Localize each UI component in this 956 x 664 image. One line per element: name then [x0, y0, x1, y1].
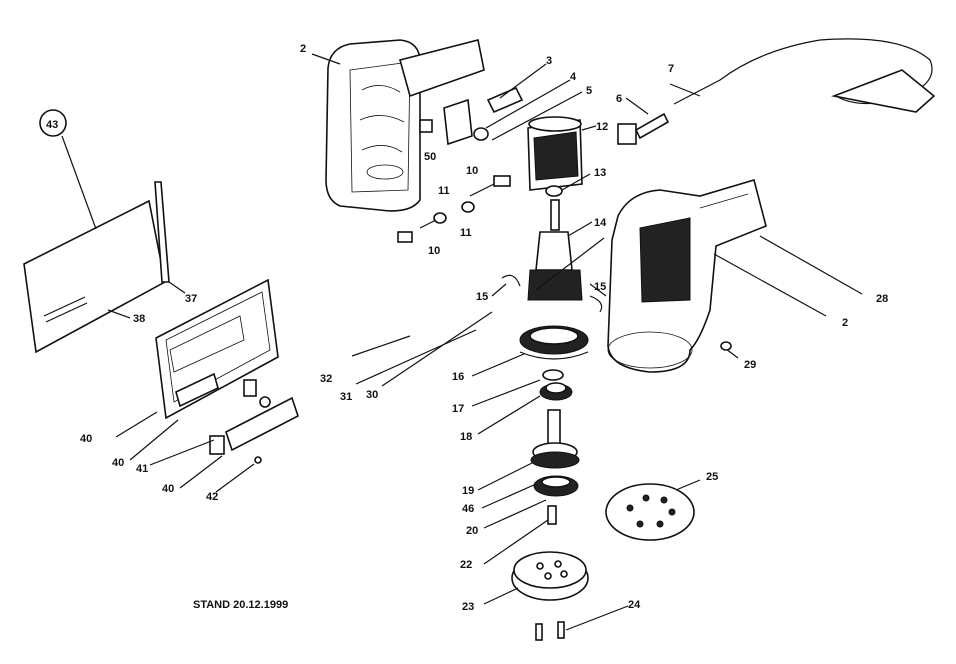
callout-2-right: 2	[842, 317, 848, 329]
callout-labels: 43 2 3 4 5 50 12 13 6 7 10 11 11 10 14 1…	[46, 43, 888, 613]
part-2-housing-right	[607, 178, 767, 373]
callout-42: 42	[206, 491, 218, 503]
part-15a-clip	[501, 274, 521, 287]
revision-date-stamp: STAND 20.12.1999	[193, 599, 289, 611]
part-17-ring	[542, 369, 564, 381]
callout-41: 41	[136, 463, 148, 475]
part-37-strip	[154, 181, 186, 294]
leader-42	[215, 463, 255, 493]
callout-13: 13	[594, 167, 606, 179]
part-46-bearing	[533, 475, 579, 497]
part-41-switch	[209, 379, 299, 464]
callout-23: 23	[462, 601, 474, 613]
callout-28: 28	[876, 293, 888, 305]
callout-20: 20	[466, 525, 478, 537]
callout-37: 37	[185, 293, 197, 305]
part-32-wire	[351, 335, 411, 357]
callout-7: 7	[668, 63, 674, 75]
part-16-gear	[519, 325, 589, 360]
part-6-cord-guard	[617, 97, 670, 145]
callout-18: 18	[460, 431, 472, 443]
callout-10-top: 10	[466, 165, 478, 177]
callout-32: 32	[320, 373, 332, 385]
callout-29: 29	[744, 359, 756, 371]
callout-15-left: 15	[476, 291, 488, 303]
part-15b-clip	[589, 295, 603, 313]
callout-31: 31	[340, 391, 352, 403]
callout-43: 43	[46, 119, 58, 131]
leader-38	[107, 309, 131, 319]
callout-40-top: 40	[80, 433, 92, 445]
part-24-screws	[535, 621, 565, 641]
part-40-frame	[155, 278, 279, 420]
part-30-wire	[381, 311, 493, 387]
callout-40-bottom: 40	[162, 483, 174, 495]
part-31-wire	[355, 329, 477, 385]
callout-25: 25	[706, 471, 718, 483]
callout-10-bottom: 10	[428, 245, 440, 257]
callout-3: 3	[546, 55, 552, 67]
leader-40c	[179, 455, 223, 489]
callout-38: 38	[133, 313, 145, 325]
part-2-housing-left	[325, 39, 485, 212]
leader-40b	[129, 419, 179, 461]
callout-6: 6	[616, 93, 622, 105]
callout-2-top: 2	[300, 43, 306, 55]
callout-12: 12	[596, 121, 608, 133]
part-7-cord	[669, 38, 936, 113]
callout-15-right: 15	[594, 281, 606, 293]
part-10-11-brushes	[397, 175, 511, 243]
leader-2a	[311, 53, 341, 65]
part-23-pad	[511, 551, 589, 601]
part-12-field-coil	[527, 116, 597, 191]
callout-19: 19	[462, 485, 474, 497]
part-14-armature	[527, 199, 593, 301]
part-3-4-5	[443, 63, 583, 146]
part-19-spindle	[530, 409, 580, 469]
part-25-sanding-disc	[605, 483, 695, 541]
callout-14: 14	[594, 217, 607, 229]
callout-4: 4	[570, 71, 577, 83]
part-50-block	[419, 119, 433, 133]
part-18-bearing	[539, 382, 573, 401]
callout-30: 30	[366, 389, 378, 401]
callout-40-middle: 40	[112, 457, 124, 469]
part-22-screw	[547, 505, 557, 525]
part-13-washer	[545, 185, 563, 197]
callout-16: 16	[452, 371, 464, 383]
callout-11-top: 11	[438, 185, 450, 197]
callout-5: 5	[586, 85, 592, 97]
callout-24: 24	[628, 599, 641, 611]
callout-46: 46	[462, 503, 474, 515]
callout-50: 50	[424, 151, 436, 163]
callout-22: 22	[460, 559, 472, 571]
callout-17: 17	[452, 403, 464, 415]
leader-40a	[115, 411, 158, 438]
leader-41	[149, 439, 215, 466]
callout-11-bottom: 11	[460, 227, 472, 239]
